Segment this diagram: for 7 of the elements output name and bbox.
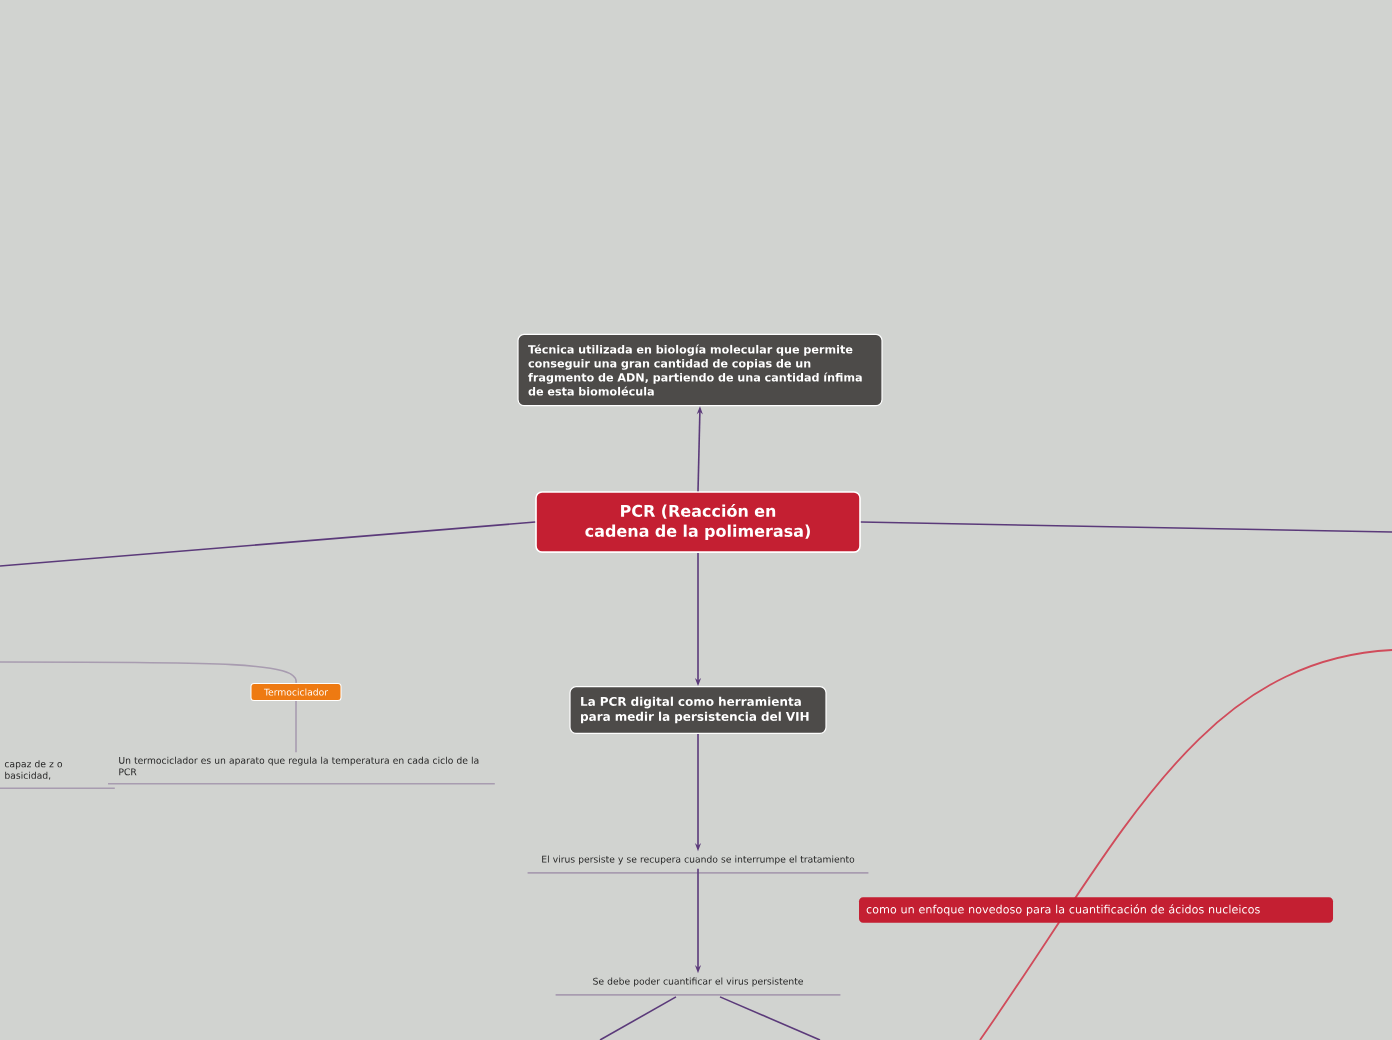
connector-line (295, 700, 297, 754)
connector-line (0, 521, 536, 567)
connector-line (860, 521, 1392, 533)
connector-line (0, 661, 297, 684)
topic-box: PCR (Reacción en cadena de la polimerasa) (535, 491, 861, 553)
connector-line (719, 996, 821, 1040)
connector-line (599, 996, 677, 1040)
